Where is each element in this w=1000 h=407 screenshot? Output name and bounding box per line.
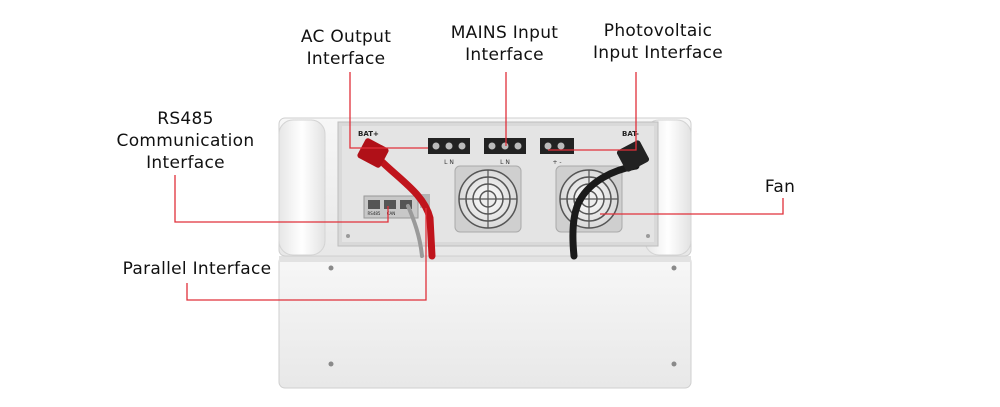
photovoltaic-label-line2: Input Interface — [592, 43, 724, 63]
ac-output-terminal: L N — [428, 138, 470, 166]
rs485-label-line1: RS485 — [157, 109, 214, 129]
fan-left — [454, 165, 522, 233]
mains-input-label: MAINS Input Interface — [432, 22, 577, 66]
rs485-label: RS485 Communication Interface — [103, 108, 268, 174]
rs485-leader — [174, 175, 389, 223]
parallel-leader — [186, 208, 427, 301]
ac-terminal-marking: L N — [444, 159, 454, 166]
pv-terminal-marking: + - — [552, 159, 561, 166]
mains-input-terminal: L N — [484, 138, 526, 166]
photovoltaic-leader — [548, 72, 637, 151]
bat-plus-marking: BAT+ — [358, 130, 379, 138]
leader-lines — [174, 72, 784, 301]
ac-output-label: AC Output Interface — [290, 26, 402, 70]
mains-input-label-line1: MAINS Input — [450, 23, 559, 43]
rs485-label-line3: Interface — [146, 153, 225, 173]
battery-cables — [357, 138, 650, 260]
fan-leader — [600, 198, 784, 215]
fan-label: Fan — [758, 176, 802, 198]
photovoltaic-label-line1: Photovoltaic — [603, 21, 713, 41]
mains-input-label-line2: Interface — [465, 45, 544, 65]
battery-module-lower — [278, 255, 692, 389]
ac-output-label-line2: Interface — [306, 49, 386, 69]
parallel-label: Parallel Interface — [108, 258, 286, 280]
ac-output-leader — [349, 72, 428, 149]
ac-output-label-line1: AC Output — [300, 27, 392, 47]
parallel-label-line1: Parallel Interface — [122, 259, 272, 279]
fan-label-line1: Fan — [764, 177, 796, 197]
photovoltaic-label: Photovoltaic Input Interface — [582, 20, 734, 64]
can-port-marking: CAN — [387, 211, 396, 216]
mains-terminal-marking: L N — [500, 159, 510, 166]
rs485-label-line2: Communication — [116, 131, 255, 151]
rs485-port-marking: RS485 — [368, 211, 381, 216]
bat-minus-marking: BAT- — [622, 130, 639, 138]
